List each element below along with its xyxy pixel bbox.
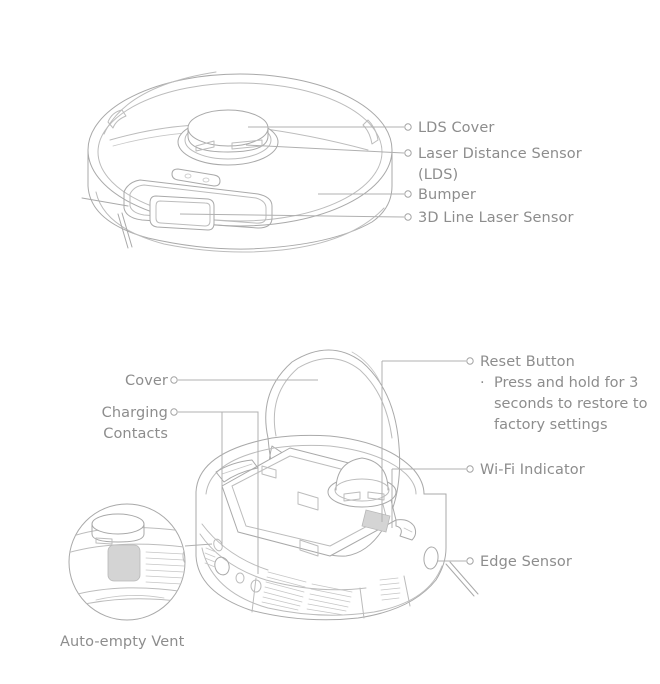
marker-bumper <box>404 190 412 198</box>
top-leader-lines <box>179 126 405 218</box>
side-vent-grille-right <box>306 583 353 616</box>
edge-sensor-port <box>423 546 439 570</box>
label-laser-distance-sensor: Laser Distance Sensor (LDS) <box>418 146 582 183</box>
label-edge-sensor: Edge Sensor <box>480 554 572 570</box>
bullet-dot: · <box>480 375 485 391</box>
bottom-leader-markers <box>170 357 474 565</box>
top-leader-markers <box>404 123 412 221</box>
label-lds-cover: LDS Cover <box>418 120 495 136</box>
label-wifi-indicator: Wi-Fi Indicator <box>480 462 585 478</box>
top-robot-illustration <box>81 71 393 253</box>
rear-vent-patch <box>379 577 401 601</box>
label-reset-button: Reset Button <box>480 354 575 370</box>
label-cover: Cover <box>125 373 168 389</box>
marker-laser-distance-sensor <box>404 149 412 157</box>
label-line-laser-sensor: 3D Line Laser Sensor <box>418 210 574 226</box>
marker-cover <box>170 376 178 384</box>
marker-wifi-indicator <box>466 465 474 473</box>
marker-reset-button <box>466 357 474 365</box>
bottom-leader-lines <box>178 360 466 574</box>
side-port-a <box>214 556 230 576</box>
label-auto-empty-vent: Auto-empty Vent <box>60 634 185 650</box>
marker-lds-cover <box>404 123 412 131</box>
marker-charging-contacts <box>170 408 178 416</box>
label-charging-contacts: Charging Contacts <box>101 405 168 442</box>
reset-button-note: · Press and hold for 3 seconds to restor… <box>480 373 655 436</box>
front-vent-patch <box>204 547 217 568</box>
marker-line-laser-sensor <box>404 213 412 221</box>
marker-edge-sensor <box>466 557 474 565</box>
reset-button-note-text: Press and hold for 3 seconds to restore … <box>494 375 648 433</box>
auto-empty-vent-inset <box>68 503 213 621</box>
side-vent-grille-left <box>261 571 307 611</box>
bottom-robot-illustration <box>195 349 479 621</box>
label-bumper: Bumper <box>418 187 476 203</box>
